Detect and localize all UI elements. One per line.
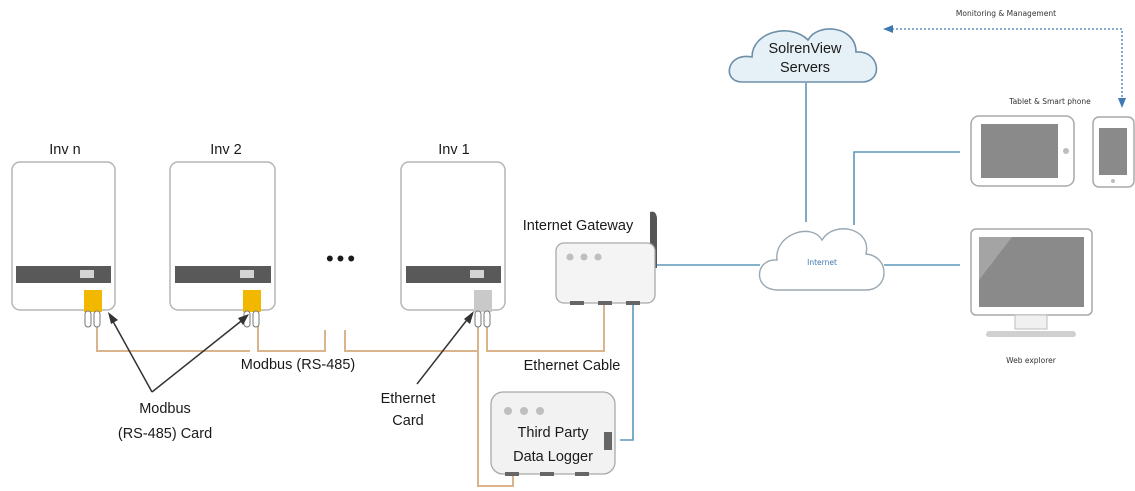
ethernet-card	[474, 290, 492, 312]
modbus-card-label-line1: Modbus	[139, 401, 191, 417]
callout-arrows	[109, 315, 471, 393]
web-explorer-label: Web explorer	[1006, 356, 1057, 365]
modbus-card-n	[84, 290, 102, 312]
arrowhead-down	[1118, 98, 1126, 108]
internet-cloud	[758, 228, 885, 291]
inverter-2	[169, 161, 276, 328]
solrenview-servers-cloud	[728, 28, 878, 83]
inverter-1	[400, 161, 506, 328]
ellipsis-label: •••	[326, 246, 358, 271]
modbus-cable	[96, 304, 605, 487]
ethernet-card-label-line2: Card	[392, 413, 423, 429]
modbus-card-2	[243, 290, 261, 312]
inverter-n	[11, 161, 116, 328]
smartphone-icon	[1092, 116, 1135, 188]
monitoring-arrow	[892, 28, 1123, 100]
internet-label: Internet	[807, 258, 837, 267]
monitoring-label: Monitoring & Management	[956, 9, 1056, 18]
inv-2-label: Inv 2	[210, 142, 241, 158]
modbus-rs485-label: Modbus (RS-485)	[241, 357, 355, 373]
modbus-card-label-line2: (RS-485) Card	[118, 426, 212, 442]
inv-1-label: Inv 1	[438, 142, 469, 158]
third-party-label-line1: Third Party	[518, 425, 590, 441]
network-cable	[620, 83, 960, 441]
arrowhead-left	[883, 25, 893, 33]
third-party-data-logger	[490, 391, 616, 476]
tablet-icon	[970, 115, 1075, 187]
internet-gateway-label: Internet Gateway	[523, 218, 634, 234]
ethernet-cable-label: Ethernet Cable	[524, 358, 621, 374]
inv-n-label: Inv n	[49, 142, 80, 158]
monitor-icon	[970, 228, 1093, 337]
callout-arrowheads	[108, 311, 474, 325]
tablet-phone-label: Tablet & Smart phone	[1008, 97, 1091, 106]
servers-label-line2: Servers	[780, 60, 830, 76]
ethernet-card-label-line1: Ethernet	[381, 391, 436, 407]
internet-gateway	[555, 211, 657, 305]
servers-label-line1: SolrenView	[768, 41, 842, 57]
third-party-label-line2: Data Logger	[513, 449, 593, 465]
